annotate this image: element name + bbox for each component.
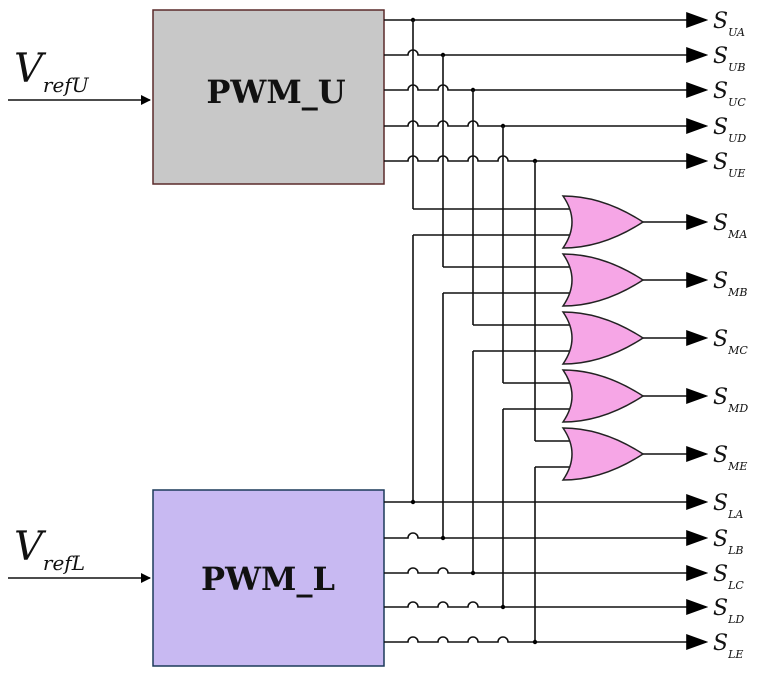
output-label-main: S <box>713 562 728 587</box>
output-label-sub: ME <box>727 460 747 473</box>
lower-output-line <box>384 599 709 615</box>
output-label-sub: MA <box>727 228 747 241</box>
output-label-main: S <box>713 631 728 656</box>
junction-dot <box>440 535 446 541</box>
output-label-s-md: SMD <box>713 385 748 415</box>
output-label-main: S <box>713 79 728 104</box>
output-label-s-ud: SUD <box>713 115 746 145</box>
output-label-sub: UB <box>728 61 745 74</box>
pwm-l-block <box>152 489 385 667</box>
upper-output-line <box>384 153 709 169</box>
output-label-main: S <box>713 150 728 175</box>
junction-dot <box>532 639 538 645</box>
or-gate <box>561 253 645 307</box>
junction-dot <box>500 604 506 610</box>
pwm-u-block <box>152 9 385 185</box>
output-label-s-le: SLE <box>713 631 743 661</box>
output-label-s-ma: SMA <box>713 211 747 241</box>
output-labels: SUASUBSUCSUDSUESMASMBSMCSMDSMESLASLBSLCS… <box>713 9 748 661</box>
pwm-l-label: PWM_L <box>201 560 335 598</box>
output-label-sub: MB <box>727 286 747 299</box>
vrefl-label: VrefL <box>14 524 85 575</box>
output-label-main: S <box>713 327 728 352</box>
output-label-sub: LE <box>727 648 743 661</box>
pwm-u-label: PWM_U <box>206 73 345 111</box>
output-label-s-lb: SLB <box>713 527 743 557</box>
vrefu-label: VrefU <box>14 46 90 97</box>
vrefu-main: V <box>14 46 47 92</box>
vrefu-sub: refU <box>43 73 90 97</box>
output-label-sub: UE <box>728 167 745 180</box>
output-label-sub: UD <box>728 132 746 145</box>
output-label-s-ub: SUB <box>713 44 745 74</box>
junction-dot <box>470 570 476 576</box>
output-label-main: S <box>713 9 728 34</box>
output-label-main: S <box>713 443 728 468</box>
output-label-main: S <box>713 596 728 621</box>
output-label-main: S <box>713 527 728 552</box>
output-label-main: S <box>713 269 728 294</box>
output-label-s-mc: SMC <box>713 327 748 357</box>
or-gate <box>561 427 645 481</box>
output-label-sub: UC <box>728 96 746 109</box>
or-gate <box>561 311 645 365</box>
lower-output-line <box>384 565 709 581</box>
output-label-main: S <box>713 491 728 516</box>
output-label-s-mb: SMB <box>713 269 747 299</box>
or-gates <box>561 195 709 481</box>
output-label-s-la: SLA <box>713 491 743 521</box>
upper-output-line <box>384 47 709 63</box>
output-label-main: S <box>713 115 728 140</box>
upper-output-line <box>384 82 709 98</box>
output-label-sub: UA <box>728 26 745 39</box>
junction-dot <box>410 499 416 505</box>
interconnect-wires <box>384 12 709 650</box>
lower-output-line <box>384 634 709 650</box>
vrefl-sub: refL <box>43 551 85 575</box>
vrefl-main: V <box>14 524 47 570</box>
output-label-main: S <box>713 211 728 236</box>
output-label-s-me: SME <box>713 443 747 473</box>
output-label-sub: MC <box>727 344 748 357</box>
output-label-s-uc: SUC <box>713 79 746 109</box>
output-label-sub: LB <box>727 544 743 557</box>
output-label-sub: LC <box>727 579 744 592</box>
output-label-sub: LA <box>727 508 743 521</box>
or-gate <box>561 195 645 249</box>
output-label-main: S <box>713 385 728 410</box>
output-label-s-ue: SUE <box>713 150 745 180</box>
or-gate <box>561 369 645 423</box>
lower-output-line <box>384 530 709 546</box>
output-label-s-lc: SLC <box>713 562 744 592</box>
output-label-sub: LD <box>727 613 744 626</box>
output-label-s-ld: SLD <box>713 596 744 626</box>
output-label-s-ua: SUA <box>713 9 745 39</box>
upper-output-line <box>384 118 709 134</box>
output-label-main: S <box>713 44 728 69</box>
output-label-sub: MD <box>727 402 748 415</box>
